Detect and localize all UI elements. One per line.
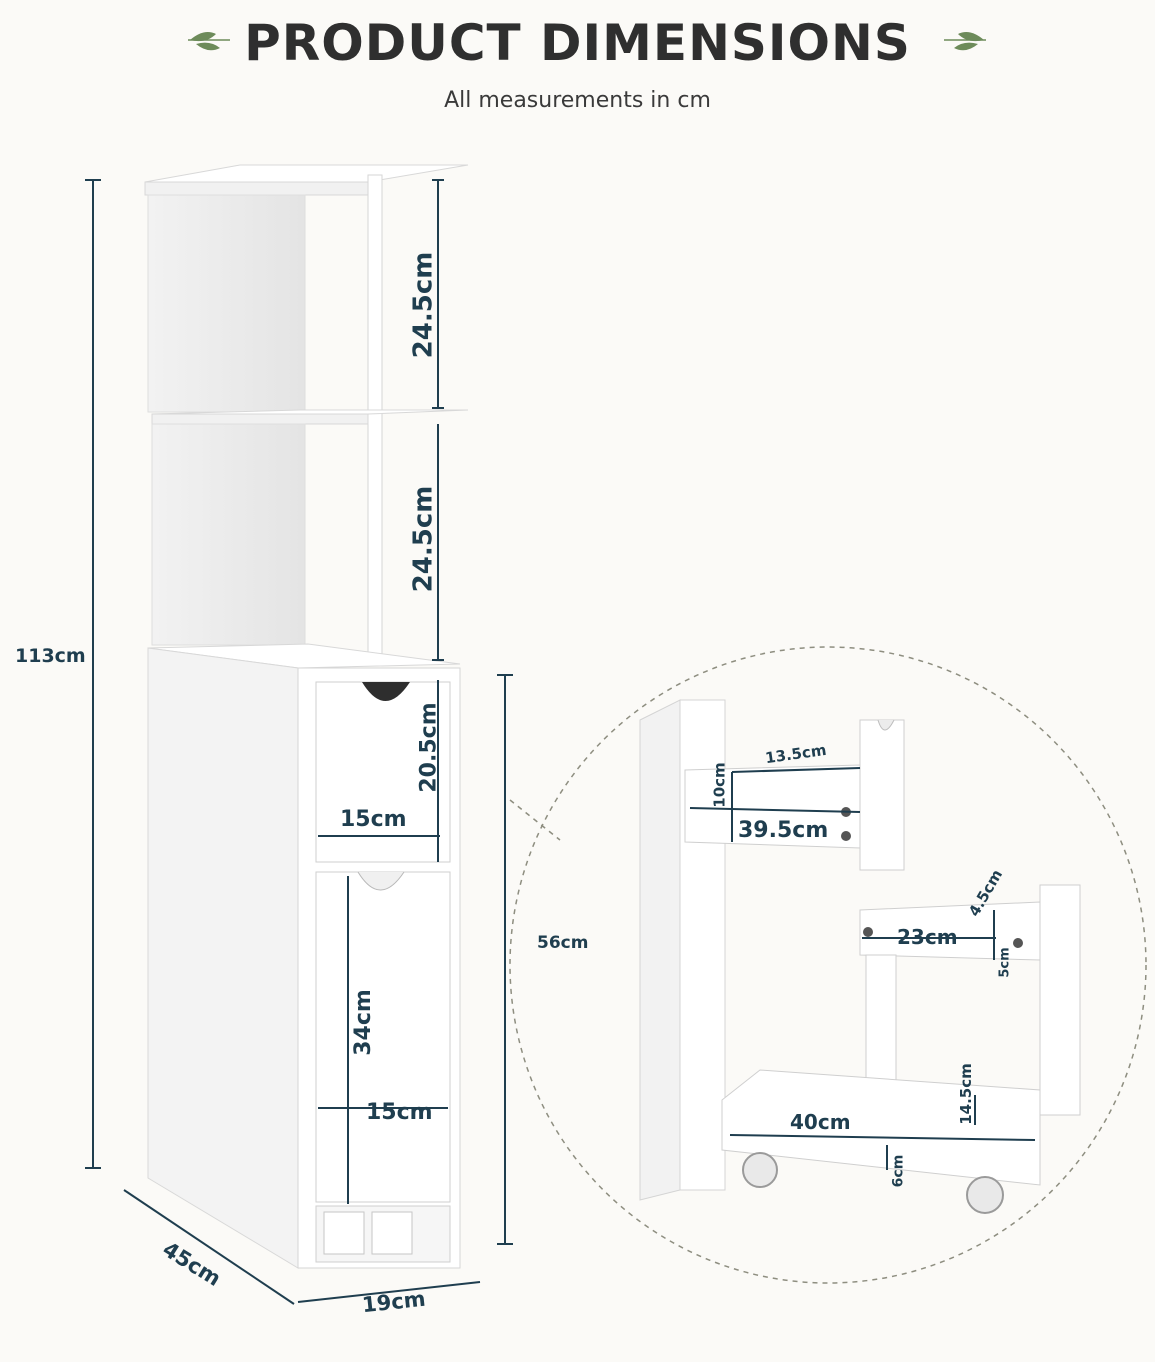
leaf-decoration-icon: [188, 32, 230, 51]
dimension-lines: [85, 179, 513, 1305]
dimension-total-height: 113cm: [15, 645, 86, 667]
dimension-caddy-lower-rail: 6cm: [890, 1154, 907, 1188]
dimension-drawer-height: 20.5cm: [416, 702, 442, 793]
detail-circle: [509, 646, 1147, 1284]
dimension-door-height: 34cm: [350, 989, 376, 1056]
cabinet: [144, 164, 469, 1269]
dimension-caddy-lower-height: 14.5cm: [956, 1063, 975, 1125]
dimension-drawer-length: 39.5cm: [738, 818, 829, 843]
dimension-caddy-lower-length: 40cm: [790, 1110, 851, 1134]
detail-dimension-lines: [689, 767, 1036, 1170]
detail-view: [639, 699, 1081, 1214]
dimension-shelf-upper: 24.5cm: [408, 251, 439, 359]
page-title: PRODUCT DIMENSIONS: [244, 14, 911, 72]
dimension-caddy-upper-rail: 5cm: [997, 947, 1013, 978]
dimension-door-width: 15cm: [366, 1100, 433, 1125]
dimension-caddy-upper-width: 23cm: [897, 925, 958, 949]
dimension-shelf-lower: 24.5cm: [408, 485, 439, 593]
leaf-decoration-icon: [944, 32, 986, 51]
dimension-drawer-side-height: 10cm: [710, 762, 729, 808]
dimension-inner-height: 56cm: [537, 933, 589, 953]
dimension-drawer-width: 15cm: [340, 807, 407, 832]
page-subtitle: All measurements in cm: [444, 88, 711, 113]
